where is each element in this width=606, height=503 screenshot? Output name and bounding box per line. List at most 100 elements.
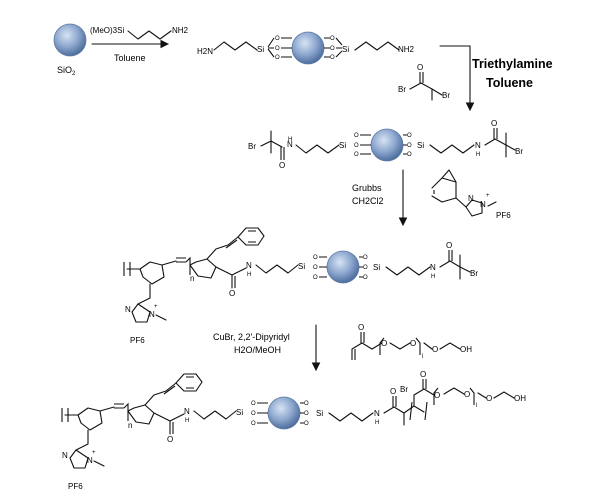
svg-text:O: O bbox=[358, 323, 364, 332]
svg-text:O: O bbox=[464, 390, 470, 399]
svg-text:NH2: NH2 bbox=[398, 45, 415, 54]
svg-text:O: O bbox=[304, 401, 309, 407]
svg-text:H: H bbox=[431, 274, 435, 280]
svg-text:+: + bbox=[154, 304, 158, 310]
svg-text:+: + bbox=[486, 193, 490, 199]
svg-text:O: O bbox=[313, 275, 318, 281]
svg-text:Si: Si bbox=[339, 141, 346, 150]
svg-text:O: O bbox=[330, 46, 335, 52]
svg-text:Si: Si bbox=[373, 263, 380, 272]
svg-text:O: O bbox=[410, 339, 416, 348]
svg-text:H: H bbox=[247, 272, 251, 278]
svg-text:H: H bbox=[185, 418, 189, 424]
amine-functionalized-silica: H2N Si O O O O O O Si NH2 bbox=[197, 31, 415, 65]
svg-text:N: N bbox=[374, 409, 380, 418]
svg-text:H: H bbox=[288, 137, 292, 143]
svg-text:O: O bbox=[420, 370, 426, 379]
step2-base: Triethylamine bbox=[472, 57, 553, 71]
reaction-arrow-2 bbox=[439, 45, 475, 112]
svg-text:Si: Si bbox=[298, 262, 305, 271]
svg-text:Br: Br bbox=[442, 91, 450, 100]
svg-text:O: O bbox=[354, 152, 359, 158]
svg-text:O: O bbox=[491, 119, 497, 128]
svg-text:+: + bbox=[92, 450, 96, 456]
svg-text:O: O bbox=[251, 421, 256, 427]
svg-text:N: N bbox=[184, 407, 190, 416]
svg-text:O: O bbox=[275, 55, 280, 61]
svg-text:OH: OH bbox=[514, 394, 526, 403]
svg-text:Br: Br bbox=[248, 142, 256, 151]
svg-text:OH: OH bbox=[460, 345, 472, 354]
svg-text:O: O bbox=[229, 289, 235, 298]
svg-text:PF6: PF6 bbox=[130, 336, 145, 345]
svg-text:O: O bbox=[363, 275, 368, 281]
svg-text:O: O bbox=[363, 265, 368, 271]
svg-text:Br: Br bbox=[470, 269, 478, 278]
step3-solvent: CH2Cl2 bbox=[352, 196, 384, 206]
svg-text:O: O bbox=[381, 339, 387, 348]
svg-text:O: O bbox=[432, 345, 438, 354]
svg-text:O: O bbox=[251, 401, 256, 407]
svg-text:O: O bbox=[407, 143, 412, 149]
svg-text:PF6: PF6 bbox=[496, 211, 511, 220]
svg-text:Si: Si bbox=[316, 409, 323, 418]
svg-text:O: O bbox=[354, 133, 359, 139]
svg-text:O: O bbox=[407, 133, 412, 139]
svg-text:N: N bbox=[87, 456, 93, 465]
aminosilane-reagent: (MeO)3Si NH2 bbox=[90, 26, 189, 40]
bromoisobutyryl-bromide: Br O Br bbox=[398, 63, 450, 101]
svg-text:N: N bbox=[475, 141, 481, 150]
step4-solvent: H2O/MeOH bbox=[234, 345, 281, 355]
svg-text:H2N: H2N bbox=[197, 47, 213, 56]
svg-text:N: N bbox=[149, 310, 155, 319]
svg-text:NH2: NH2 bbox=[172, 26, 189, 35]
svg-text:N: N bbox=[468, 194, 474, 203]
step4-catalyst: CuBr, 2,2'-Dipyridyl bbox=[213, 332, 290, 342]
svg-text:Si: Si bbox=[257, 45, 264, 54]
silica-particle bbox=[53, 23, 87, 57]
svg-text:O: O bbox=[304, 421, 309, 427]
svg-text:O: O bbox=[251, 411, 256, 417]
svg-text:H: H bbox=[375, 420, 379, 426]
svg-text:n: n bbox=[128, 421, 132, 430]
svg-text:PF6: PF6 bbox=[68, 482, 83, 491]
svg-text:Si: Si bbox=[236, 408, 243, 417]
oeg-methacrylate-monomer: O O O l O OH bbox=[351, 323, 472, 360]
svg-text:Br: Br bbox=[400, 385, 408, 394]
svg-text:N: N bbox=[125, 305, 131, 314]
svg-text:O: O bbox=[330, 36, 335, 42]
svg-text:O: O bbox=[304, 411, 309, 417]
svg-text:Si: Si bbox=[342, 45, 349, 54]
svg-text:N: N bbox=[430, 263, 436, 272]
svg-text:O: O bbox=[354, 143, 359, 149]
svg-text:N: N bbox=[246, 261, 252, 270]
svg-text:O: O bbox=[313, 255, 318, 261]
norbornene-imidazolium-monomer: N N + PF6 bbox=[431, 169, 511, 220]
svg-text:O: O bbox=[330, 55, 335, 61]
svg-text:O: O bbox=[275, 36, 280, 42]
svg-text:O: O bbox=[486, 394, 492, 403]
step3-catalyst: Grubbs bbox=[352, 183, 382, 193]
svg-text:O: O bbox=[275, 46, 280, 52]
step1-solvent: Toluene bbox=[114, 53, 146, 63]
step2-solvent: Toluene bbox=[486, 76, 533, 90]
svg-text:H: H bbox=[476, 152, 480, 158]
svg-text:O: O bbox=[434, 391, 440, 400]
svg-text:l: l bbox=[422, 354, 423, 360]
silica-label: SiO2 bbox=[57, 65, 76, 77]
svg-text:n: n bbox=[190, 274, 194, 283]
svg-text:O: O bbox=[279, 161, 285, 170]
svg-text:O: O bbox=[363, 255, 368, 261]
poly-norbornene-silica: n O N H Si O O O O O O Si N H O Br bbox=[123, 227, 478, 345]
svg-text:(MeO)3Si: (MeO)3Si bbox=[90, 26, 124, 35]
svg-text:O: O bbox=[417, 63, 423, 72]
svg-text:l: l bbox=[476, 403, 477, 409]
svg-text:N: N bbox=[287, 140, 293, 149]
svg-text:O: O bbox=[407, 152, 412, 158]
svg-text:O: O bbox=[390, 387, 396, 396]
initiator-functionalized-silica: Br O N H Si O O O O O O Si N H O Br bbox=[248, 119, 523, 170]
svg-text:O: O bbox=[446, 241, 452, 250]
svg-text:O: O bbox=[167, 435, 173, 444]
svg-text:Si: Si bbox=[417, 141, 424, 150]
